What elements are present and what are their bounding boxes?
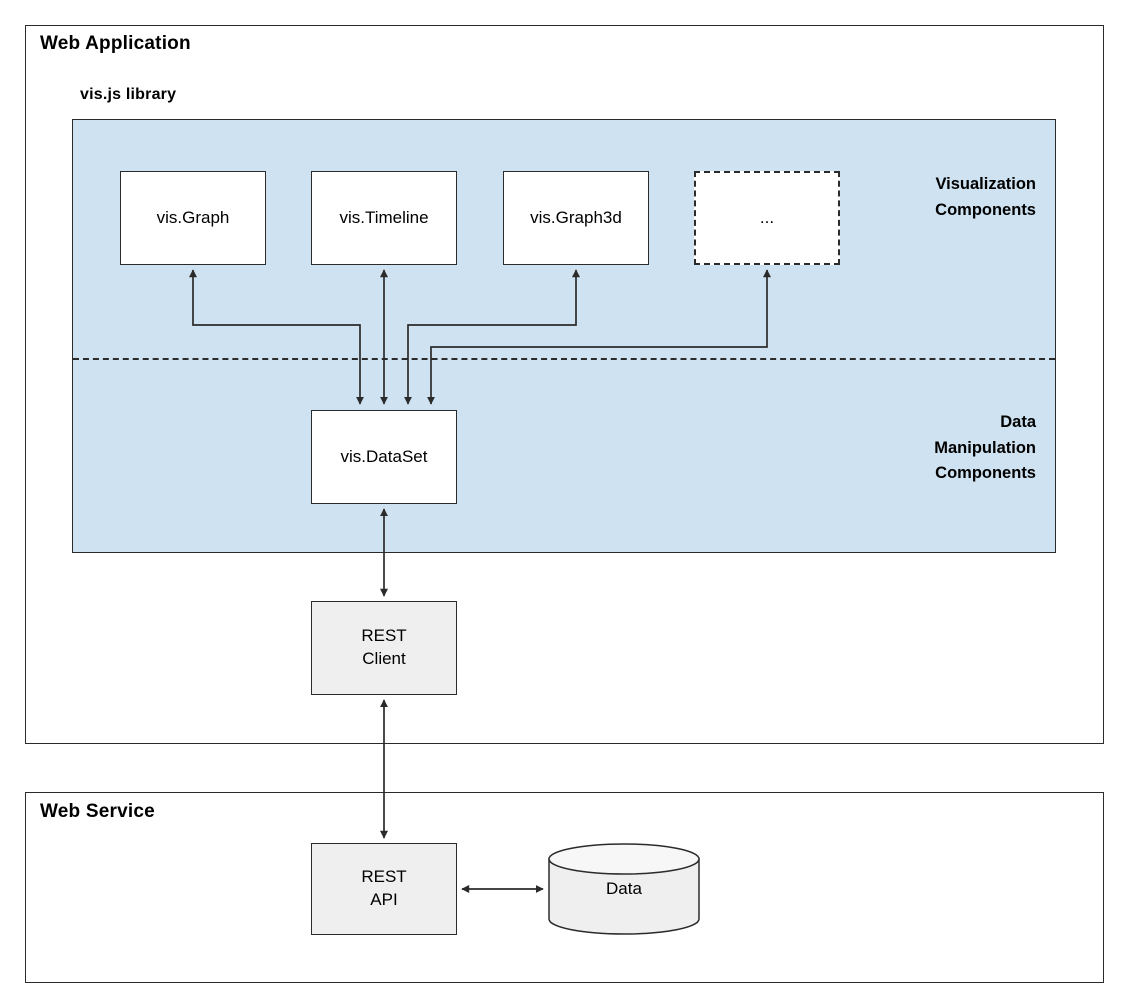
node-vis-dataset[interactable]: vis.DataSet (311, 410, 457, 504)
database-cylinder-icon (548, 843, 700, 935)
node-vis-timeline-label: vis.Timeline (339, 207, 429, 227)
node-rest-client-label-line1: REST (361, 626, 407, 646)
node-rest-client[interactable]: REST Client (311, 601, 457, 695)
node-vis-graph3d[interactable]: vis.Graph3d (503, 171, 649, 265)
section-label-data-manipulation-line3: Components (935, 464, 1036, 483)
node-rest-api-label-line1: REST (361, 867, 407, 887)
section-label-visualization-line2: Components (935, 200, 1036, 219)
section-label-visualization: Visualization Components (935, 172, 1036, 223)
container-web-application-title: Web Application (40, 33, 191, 54)
section-label-data-manipulation-line1: Data (1000, 413, 1036, 431)
section-label-data-manipulation: Data Manipulation Components (934, 410, 1036, 487)
section-label-data-manipulation-line2: Manipulation (934, 438, 1036, 457)
node-more-placeholder[interactable]: ... (694, 171, 840, 265)
section-divider (73, 358, 1055, 360)
node-vis-dataset-label: vis.DataSet (340, 446, 428, 466)
node-rest-api-label-line2: API (370, 890, 398, 909)
node-vis-graph[interactable]: vis.Graph (120, 171, 266, 265)
node-vis-graph3d-label: vis.Graph3d (530, 207, 622, 227)
node-rest-api[interactable]: REST API (311, 843, 457, 935)
node-vis-timeline[interactable]: vis.Timeline (311, 171, 457, 265)
node-more-placeholder-label: ... (759, 207, 775, 227)
node-rest-client-label-line2: Client (362, 649, 406, 668)
container-web-service-title: Web Service (40, 801, 155, 822)
section-label-visualization-line1: Visualization (935, 175, 1036, 193)
node-data-store[interactable]: Data (548, 843, 700, 935)
library-title: vis.js library (80, 86, 177, 103)
node-vis-graph-label: vis.Graph (156, 207, 230, 227)
node-data-store-label: Data (606, 879, 642, 898)
